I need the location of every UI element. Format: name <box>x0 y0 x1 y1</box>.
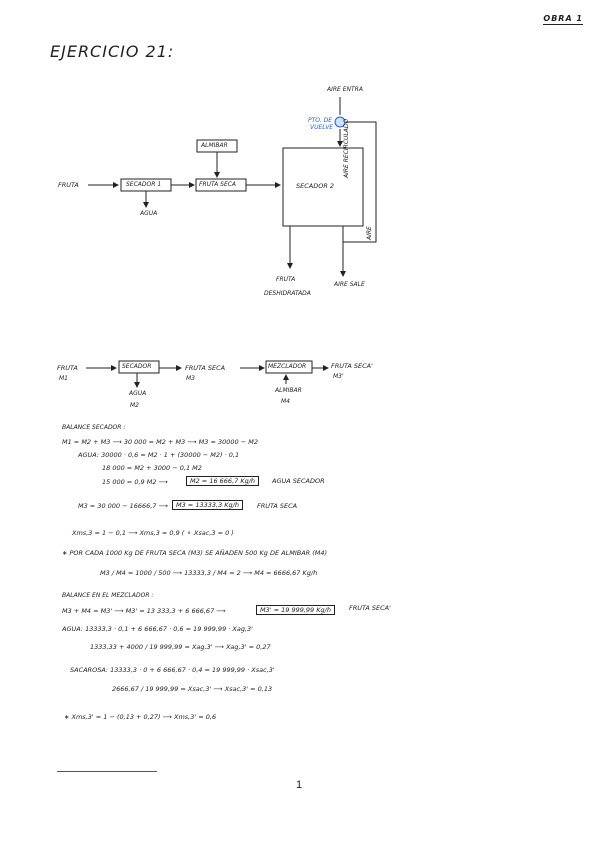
d1-pto-label-2: VUELVE <box>310 124 334 131</box>
result-m3p-box: M3' = 19 999,99 Kg/h <box>256 605 335 615</box>
calc-line-9: M3 + M4 = M3' ⟶ M3' = 13 333,3 + 6 666,6… <box>62 607 226 615</box>
d1-agua-label: AGUA <box>140 210 158 217</box>
d1-deshidratada-label: DESHIDRATADA <box>264 290 311 297</box>
secador2-box <box>282 147 364 227</box>
d1-fruta-out-label: FRUTA <box>276 276 296 283</box>
calc-line-13: 2666,67 / 19 999,99 = Xsac,3' ⟶ Xsac,3' … <box>112 685 273 693</box>
calc-line-7: ∗ POR CADA 1000 Kg DE FRUTA SECA (M3) SE… <box>62 549 328 557</box>
d1-aire-entra-label: AIRE ENTRA <box>327 86 363 93</box>
d2-m3p-label: M3' <box>333 373 344 380</box>
page-number: 1 <box>296 779 303 791</box>
balance-mezclador-heading: BALANCE EN EL MEZCLADOR : <box>62 592 154 599</box>
calc-line-4-tail: AGUA SECADOR <box>272 477 325 485</box>
d1-fruta-seca-label: FRUTA SECA <box>199 181 237 188</box>
d1-secador2-label: SECADOR 2 <box>296 182 335 190</box>
d1-aire-sale-label: AIRE SALE <box>334 281 365 288</box>
balance-secador-heading: BALANCE SECADOR : <box>62 424 126 431</box>
calc-line-10: AGUA: 13333,3 · 0,1 + 6 666,67 · 0,6 = 1… <box>62 625 253 633</box>
calc-line-4: 15 000 = 0,9 M2 ⟶ <box>102 478 168 486</box>
d1-pto-label-1: PTO. DE <box>308 117 332 124</box>
secador-box-2 <box>118 360 160 374</box>
d2-fruta-seca-out-label: FRUTA SECA' <box>331 362 373 370</box>
d2-m4-label: M4 <box>281 398 290 405</box>
calc-line-6: Xms,3 = 1 − 0,1 ⟶ Xms,3 = 0,9 ( ⚬ Xsac,3… <box>72 529 234 537</box>
calc-line-3: 18 000 = M2 + 3000 − 0,1 M2 <box>102 464 202 472</box>
d1-aire-label: AIRE <box>366 226 373 240</box>
footnote-rule <box>57 771 157 772</box>
d2-fruta-seca-label: FRUTA SECA <box>185 364 226 372</box>
d1-fruta-label: FRUTA <box>58 181 79 189</box>
calc-line-5-tail: FRUTA SECA <box>257 502 298 510</box>
calc-line-14: ∗ Xms,3' = 1 − (0,13 + 0,27) ⟶ Xms,3' = … <box>64 713 217 721</box>
d1-almibar-label: ALMIBAR <box>201 142 228 149</box>
recirculation-loop <box>343 121 377 243</box>
d2-m1-label: M1 <box>59 375 68 382</box>
result-m2-box: M2 = 16 666,7 Kg/h <box>186 476 260 486</box>
d2-m2-label: M2 <box>130 402 139 409</box>
d2-mezclador-label: MEZCLADOR <box>268 363 307 370</box>
calc-line-12: SACAROSA: 13333,3 · 0 + 6 666,67 · 0,4 =… <box>70 666 275 674</box>
calc-line-9-tail: FRUTA SECA' <box>349 604 391 612</box>
d1-aire-recirculado-label: AIRE RECIRCULADO <box>343 118 350 178</box>
d2-secador-label: SECADOR <box>122 363 152 370</box>
page-label: OBRA 1 <box>543 14 583 25</box>
d2-m3-label: M3 <box>186 375 195 382</box>
calc-line-5: M3 = 30 000 − 16666,7 ⟶ <box>78 502 168 510</box>
d1-secador1-label: SECADOR 1 <box>126 181 162 188</box>
d2-agua-label: AGUA <box>129 390 147 397</box>
fan-symbol <box>334 116 346 128</box>
calc-line-11: 1333,33 + 4000 / 19 999,99 = Xag,3' ⟶ Xa… <box>90 643 271 651</box>
calc-line-8: M3 / M4 = 1000 / 500 ⟶ 13333,3 / M4 = 2 … <box>100 569 318 577</box>
calc-line-2: AGUA: 30000 · 0,6 = M2 · 1 + (30000 − M2… <box>78 451 240 459</box>
result-m3-box: M3 = 13333,3 Kg/h <box>172 500 243 510</box>
calc-line-1: M1 = M2 + M3 ⟶ 30 000 = M2 + M3 ⟶ M3 = 3… <box>62 438 258 446</box>
mezclador-box <box>265 360 313 374</box>
d2-almibar-label: ALMIBAR <box>275 387 302 394</box>
page-title: EJERCICIO 21: <box>50 42 175 61</box>
d2-fruta-label: FRUTA <box>57 364 78 372</box>
